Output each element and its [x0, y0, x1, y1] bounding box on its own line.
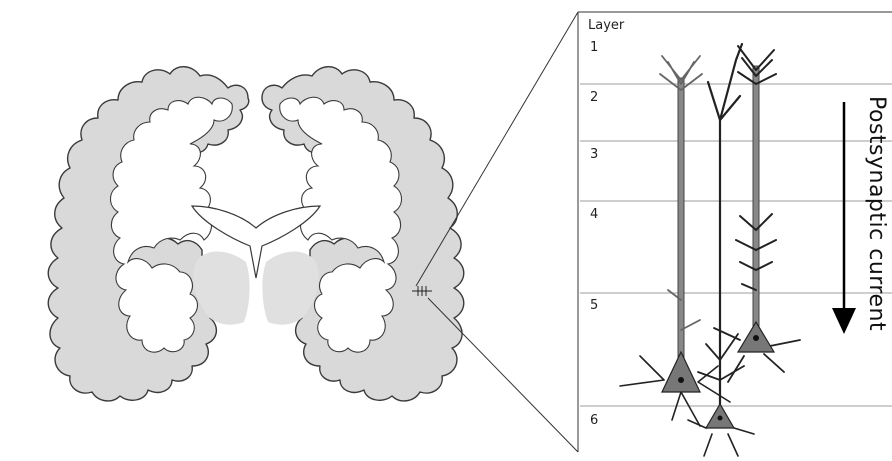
brain-coronal-section — [48, 67, 464, 401]
pyramidal-neuron-layer5-left — [620, 56, 730, 426]
layer-heading: Layer — [588, 18, 625, 33]
layer-label-5: 5 — [590, 298, 598, 313]
layer-label-1: 1 — [590, 40, 598, 55]
postsynaptic-current-label: Postsynaptic current — [864, 96, 889, 331]
layer-label-4: 4 — [590, 207, 598, 222]
pyramidal-neuron-layer6 — [688, 44, 754, 456]
layer-label-2: 2 — [590, 90, 598, 105]
current-direction-arrow — [832, 102, 856, 334]
layer-label-6: 6 — [590, 413, 598, 428]
layer-label-3: 3 — [590, 147, 598, 162]
cortical-column-panel: Layer 1 2 3 4 5 6 — [578, 12, 892, 456]
